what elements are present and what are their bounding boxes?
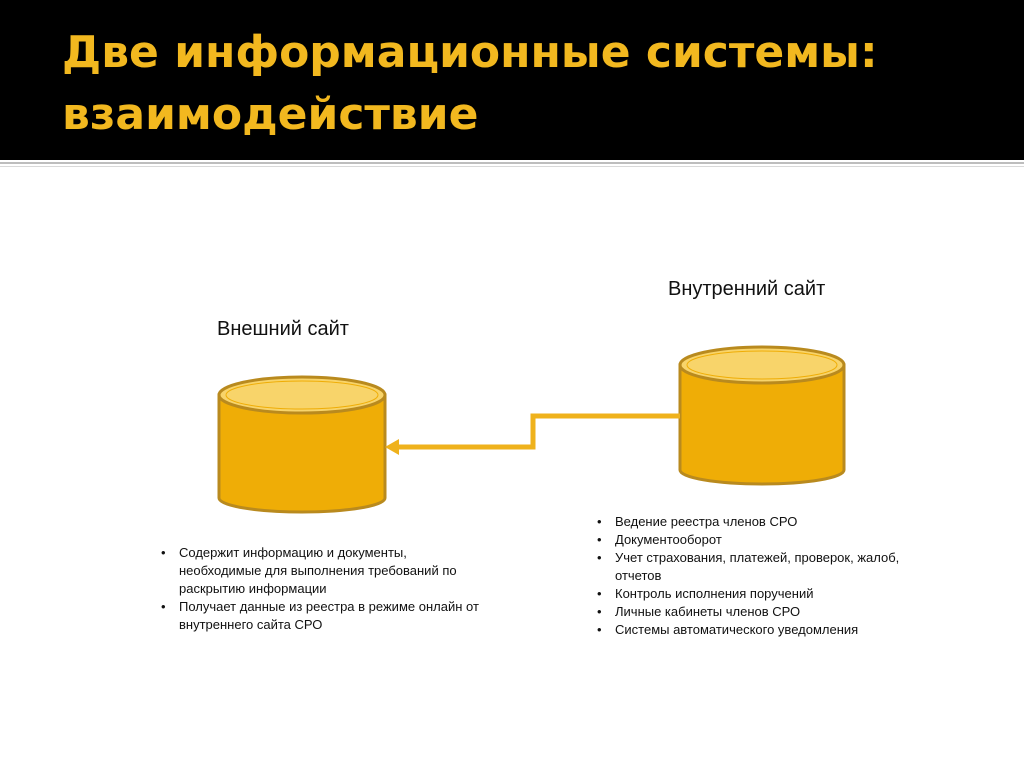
list-item: Контроль исполнения поручений <box>593 585 933 603</box>
header-divider-thin <box>0 166 1024 167</box>
list-item: Получает данные из реестра в режиме онла… <box>157 598 487 634</box>
internal-site-cylinder <box>678 345 846 486</box>
list-item: Документооборот <box>593 531 933 549</box>
header-divider <box>0 162 1024 164</box>
internal-site-label: Внутренний сайт <box>668 278 826 300</box>
data-flow-connector <box>385 413 680 455</box>
list-item: Содержит информацию и документы, необход… <box>157 544 487 598</box>
list-item: Учет страхования, платежей, проверок, жа… <box>593 549 933 585</box>
title-bar: Две информационные системы: взаимодейств… <box>0 0 1024 160</box>
external-site-label: Внешний сайт <box>217 318 349 340</box>
slide-title-line-2: взаимодействие <box>62 89 479 140</box>
external-site-cylinder <box>217 375 387 514</box>
slide-title-line-1: Две информационные системы: <box>62 27 878 78</box>
list-item: Личные кабинеты членов СРО <box>593 603 933 621</box>
list-item: Системы автоматического уведомления <box>593 621 933 639</box>
list-item: Ведение реестра членов СРО <box>593 513 933 531</box>
slide-title: Две информационные системы: взаимодейств… <box>62 22 1002 146</box>
external-site-features: Содержит информацию и документы, необход… <box>157 544 487 634</box>
internal-site-features: Ведение реестра членов СРО Документообор… <box>593 513 933 639</box>
arrow-left-icon <box>385 439 399 455</box>
